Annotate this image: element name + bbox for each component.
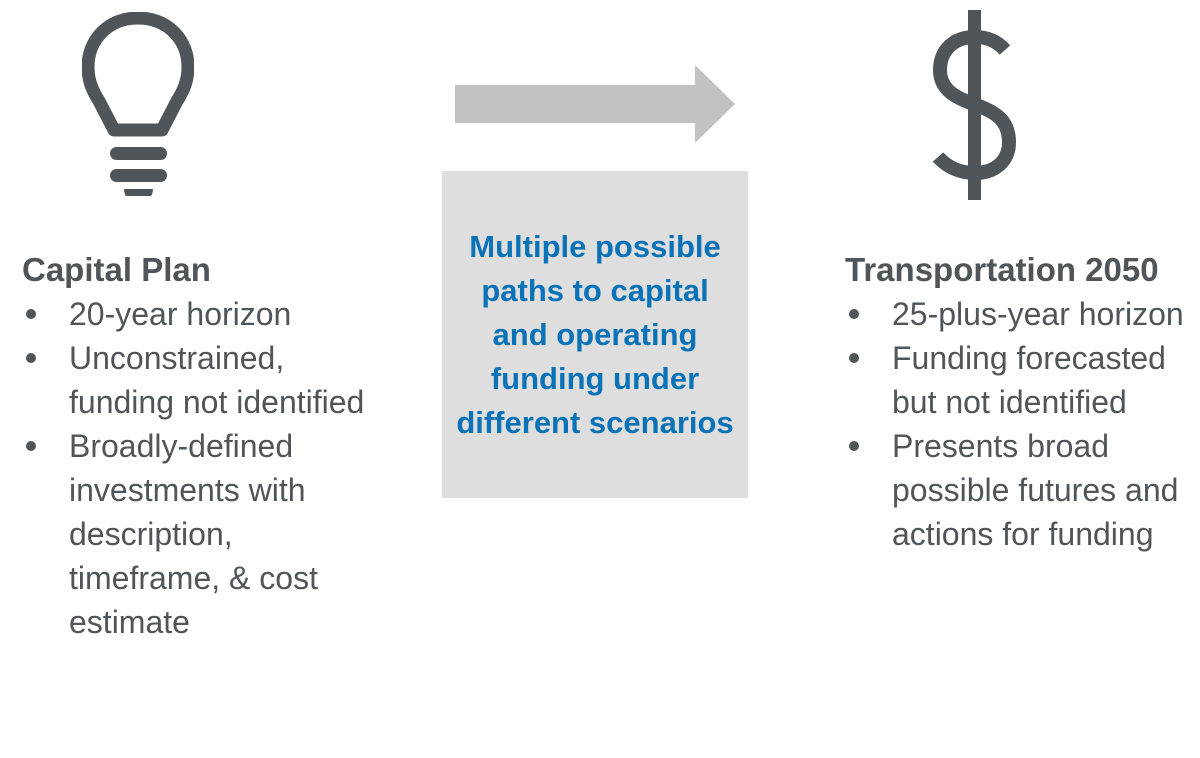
lightbulb-icon (81, 11, 195, 204)
bullet-dot-icon (849, 441, 859, 451)
bullet-dot-icon (26, 441, 36, 451)
bullet-dot-icon (26, 309, 36, 319)
bullet-dot-icon (849, 309, 859, 319)
transportation-2050-title: Transportation 2050 (845, 251, 1159, 288)
bullet-item: Broadly-defined investments with descrip… (22, 424, 382, 644)
transportation-2050-column: Transportation 2050 25-plus-year horizon… (845, 248, 1185, 556)
funding-paths-box: Multiple possible paths to capital and o… (442, 171, 748, 498)
bullet-item: 25-plus-year horizon (845, 292, 1185, 336)
bullet-item: Funding forecasted but not identified (845, 336, 1185, 424)
bullet-dot-icon (849, 353, 859, 363)
funding-paths-text: Multiple possible paths to capital and o… (456, 228, 734, 440)
dollar-sign-icon (930, 10, 1022, 200)
bullet-item: Presents broad possible futures and acti… (845, 424, 1185, 556)
bullet-item: Unconstrained, funding not identified (22, 336, 382, 424)
bullet-item: 20-year horizon (22, 292, 382, 336)
transportation-2050-bullets: 25-plus-year horizon Funding forecasted … (845, 292, 1185, 556)
right-arrow-icon (455, 65, 735, 143)
capital-plan-column: Capital Plan 20-year horizon Unconstrain… (22, 248, 382, 644)
capital-plan-title: Capital Plan (22, 251, 211, 288)
capital-plan-bullets: 20-year horizon Unconstrained, funding n… (22, 292, 382, 644)
bullet-dot-icon (26, 353, 36, 363)
